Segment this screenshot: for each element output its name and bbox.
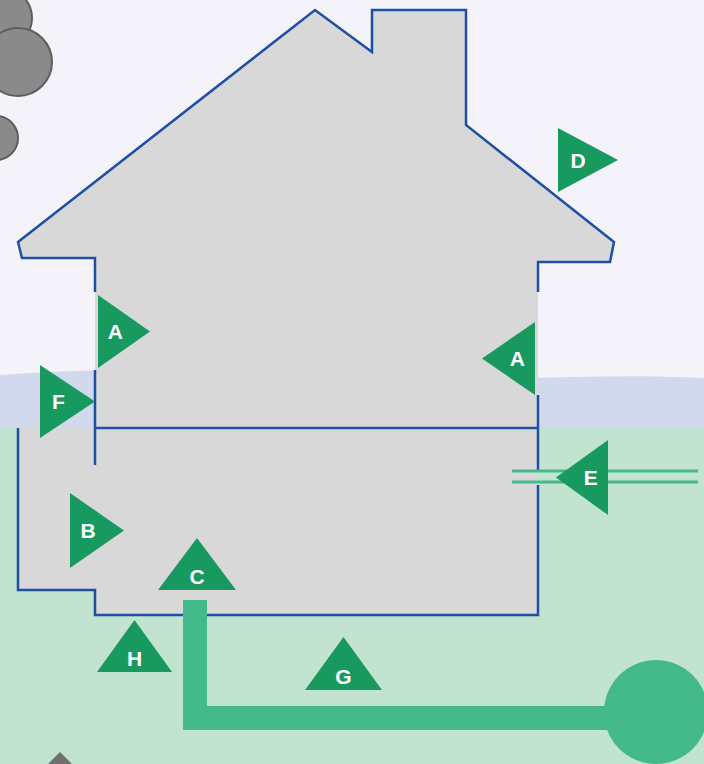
callout-triangle: E [556,440,608,515]
smoke-cloud [0,0,52,160]
sump-pit [604,660,704,764]
triangle-fill [556,440,608,515]
callout-letter: D [570,150,585,171]
callout-triangle: A [482,322,535,395]
triangle-shape [70,493,124,568]
triangle-shape [558,128,618,192]
callout-triangle: C [158,538,236,590]
triangle-fill [40,365,95,438]
corner-marker [48,752,72,764]
callout-letter: C [189,566,204,587]
callout-letter: H [127,648,142,669]
callout-letter: E [584,467,598,488]
triangle-fill [558,128,618,192]
house-outline [18,10,614,615]
callout-letter: A [108,321,123,342]
callout-triangle: D [558,128,618,192]
triangle-shape [556,440,608,515]
callout-triangle: H [97,620,172,672]
triangle-shape [482,322,535,395]
triangle-fill [482,322,535,395]
callout-triangle: B [70,493,124,568]
callout-letter: G [335,666,351,687]
triangle-shape [40,365,95,438]
callout-triangle: F [40,365,95,438]
callout-letter: A [510,348,525,369]
triangle-fill [70,493,124,568]
triangle-fill [97,620,172,672]
triangle-fill [158,538,236,590]
triangle-shape [98,295,150,368]
triangle-fill [98,295,150,368]
callout-letter: B [80,520,95,541]
house-body [18,10,614,615]
callout-letter: F [52,391,65,412]
callout-triangle: G [305,637,382,690]
callout-triangle: A [98,295,150,368]
triangle-fill [305,637,382,690]
sump-pipe [195,600,650,718]
